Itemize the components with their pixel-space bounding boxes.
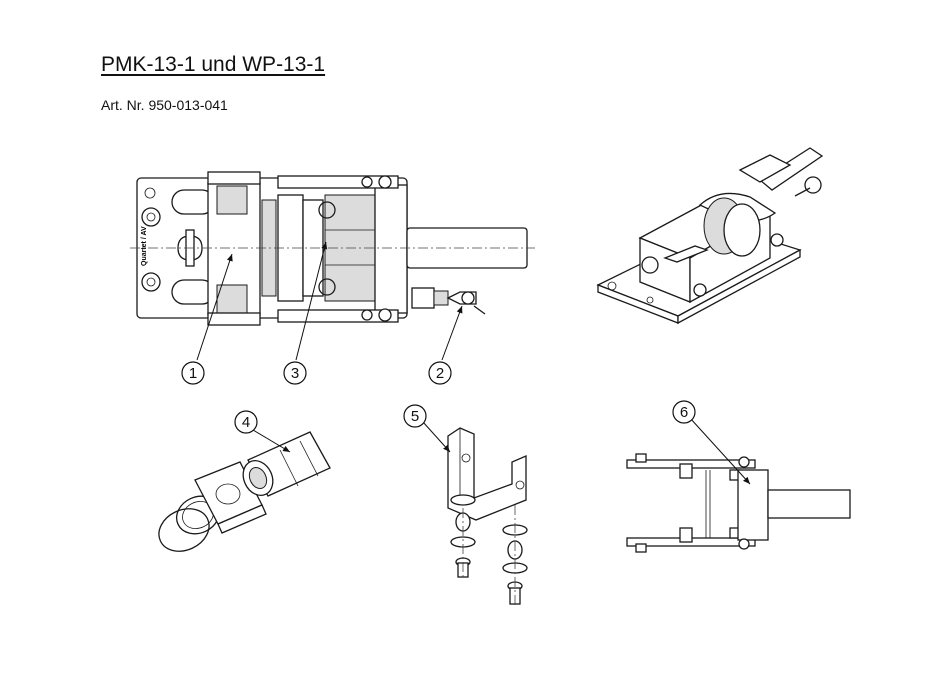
document-title: PMK-13-1 und WP-13-1 [101, 53, 326, 76]
part-5-bracket-exploded [447, 427, 528, 605]
callout-6: 6 [672, 400, 696, 424]
callout-2: 2 [428, 361, 452, 385]
callout-5-label: 5 [411, 408, 419, 425]
top-view-assembly: Quartet / AV [130, 171, 535, 326]
article-number: Art. Nr. 950-013-041 [101, 97, 228, 113]
callout-2-label: 2 [436, 365, 444, 382]
callout-4-label: 4 [242, 414, 250, 431]
callout-4: 4 [234, 410, 258, 434]
isometric-view [596, 147, 824, 325]
plate-engraving: Quartet / AV [141, 226, 148, 266]
callout-6-label: 6 [680, 404, 688, 421]
callout-1: 1 [181, 361, 205, 385]
callout-3-label: 3 [291, 365, 299, 382]
leader-lines [196, 241, 751, 485]
callout-1-label: 1 [189, 365, 197, 382]
callout-3: 3 [283, 361, 307, 385]
callout-5: 5 [403, 404, 427, 428]
part-4-bushing-exploded [158, 431, 331, 552]
part-6-side-view [626, 453, 851, 553]
